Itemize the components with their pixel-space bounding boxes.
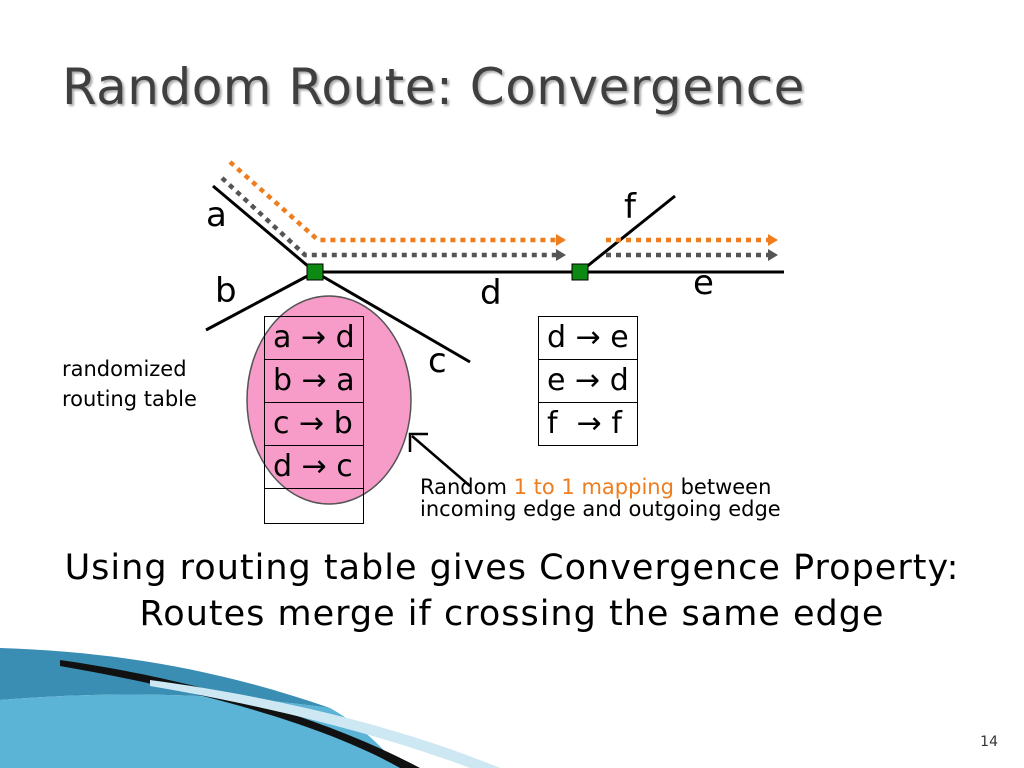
route-orange	[228, 160, 566, 246]
caption-line-1: randomized	[62, 357, 187, 381]
note-line-1: Random 1 to 1 mapping between	[420, 476, 781, 498]
row-to: c	[336, 449, 353, 484]
table-row: e → d	[538, 359, 638, 403]
decorative-swoosh	[0, 648, 500, 768]
edge-label-a: a	[206, 195, 227, 235]
slide-number: 14	[980, 734, 998, 750]
arrow-icon: →	[301, 363, 327, 398]
randomized-table-caption: randomized routing table	[62, 354, 197, 414]
row-to: f	[611, 406, 622, 441]
row-to: d	[609, 363, 629, 398]
edge-f	[579, 194, 676, 274]
edge-label-f: f	[624, 187, 636, 227]
row-from: a	[273, 320, 292, 355]
table-row: d → e	[538, 316, 638, 360]
arrow-icon: →	[299, 406, 325, 441]
table-row-empty	[264, 488, 364, 524]
row-from: b	[273, 363, 293, 398]
row-from: e	[547, 363, 566, 398]
edge-c	[314, 270, 471, 364]
note-line-2: incoming edge and outgoing edge	[420, 497, 781, 521]
row-from: d	[273, 449, 293, 484]
row-to: b	[333, 406, 353, 441]
row-to: e	[610, 320, 629, 355]
pointer-arrow	[411, 435, 471, 487]
row-from: d	[547, 320, 567, 355]
table-row: f → f	[538, 402, 638, 446]
note-prefix: Random	[420, 475, 514, 499]
caption-line-2: routing table	[62, 387, 197, 411]
node-right	[571, 263, 589, 281]
row-from: f	[547, 406, 558, 441]
note-highlight: 1 to 1 mapping	[513, 475, 674, 499]
edge-a	[212, 184, 316, 274]
note-suffix: between	[673, 475, 772, 499]
edge-label-d: d	[480, 273, 502, 313]
right-routing-table: d → e e → d f → f	[538, 316, 638, 446]
node-left	[306, 263, 324, 281]
row-to: a	[336, 363, 355, 398]
route-gray	[220, 176, 566, 261]
convergence-statement-line-1: Using routing table gives Convergence Pr…	[64, 548, 960, 588]
arrow-icon: →	[575, 320, 601, 355]
arrow-icon: →	[576, 406, 602, 441]
convergence-statement-line-2: Routes merge if crossing the same edge	[139, 594, 885, 634]
arrow-icon: →	[301, 449, 327, 484]
row-to: d	[335, 320, 355, 355]
edge-b	[205, 270, 316, 332]
edge-label-c: c	[428, 341, 447, 381]
table-row: a → d	[264, 316, 364, 360]
arrow-icon: →	[575, 363, 601, 398]
table-row: c → b	[264, 402, 364, 446]
edge-label-b: b	[215, 271, 237, 311]
pointer-arrowhead	[408, 432, 428, 452]
table-row: b → a	[264, 359, 364, 403]
table-row: d → c	[264, 445, 364, 489]
slide-title: Random Route: Convergence	[62, 58, 805, 116]
mapping-note: Random 1 to 1 mapping between incoming e…	[420, 476, 781, 520]
left-routing-table: a → d b → a c → b d → c	[264, 316, 364, 524]
arrow-icon: →	[300, 320, 327, 355]
edge-label-e: e	[693, 263, 714, 303]
row-from: c	[273, 406, 290, 441]
